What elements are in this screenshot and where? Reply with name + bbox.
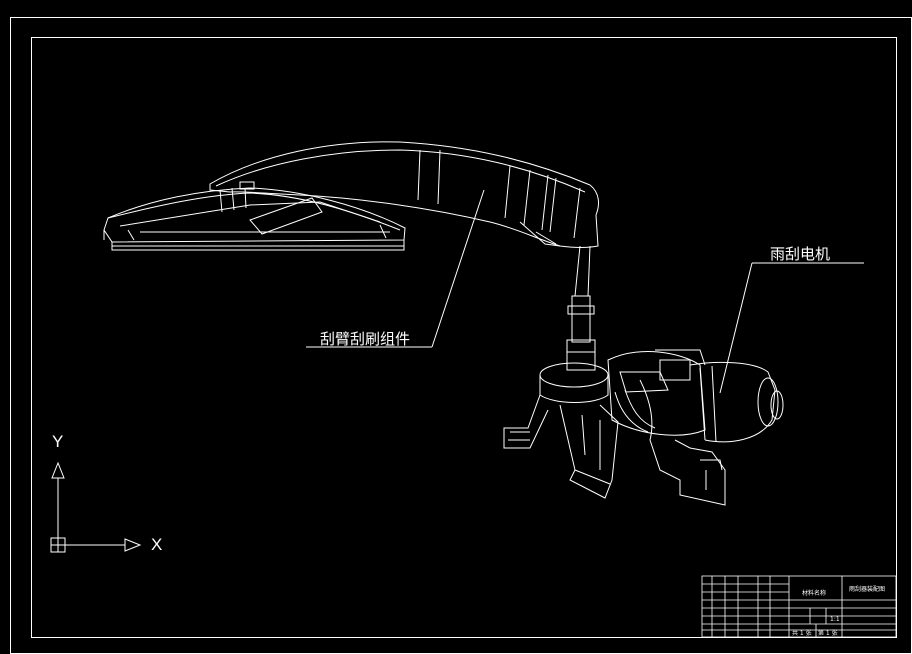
- wiper-blade: [103, 181, 406, 251]
- ucs-icon: [50, 461, 142, 553]
- title-block-scale: 1:1: [830, 616, 840, 623]
- title-block-sheet-total: 共 1 张: [792, 630, 812, 637]
- drawing-frame: [31, 37, 897, 638]
- axis-y-label: Y: [52, 432, 64, 451]
- title-block-material: 材料名称: [802, 590, 827, 597]
- pivot-shaft: [566, 245, 596, 371]
- title-block-drawing-title: 雨刮器装配图: [849, 586, 886, 593]
- wiper-motor: [503, 349, 784, 506]
- wiper-arm: [209, 141, 599, 248]
- axis-x-label: X: [151, 535, 163, 554]
- outer-border: [10, 17, 912, 654]
- label-wiper-arm-assembly: 刮臂刮刷组件: [320, 330, 411, 348]
- leader-lines: [306, 189, 864, 394]
- title-block: [701, 575, 897, 638]
- title-block-sheet-number: 第 1 张: [818, 630, 838, 637]
- label-wiper-motor: 雨刮电机: [770, 245, 831, 263]
